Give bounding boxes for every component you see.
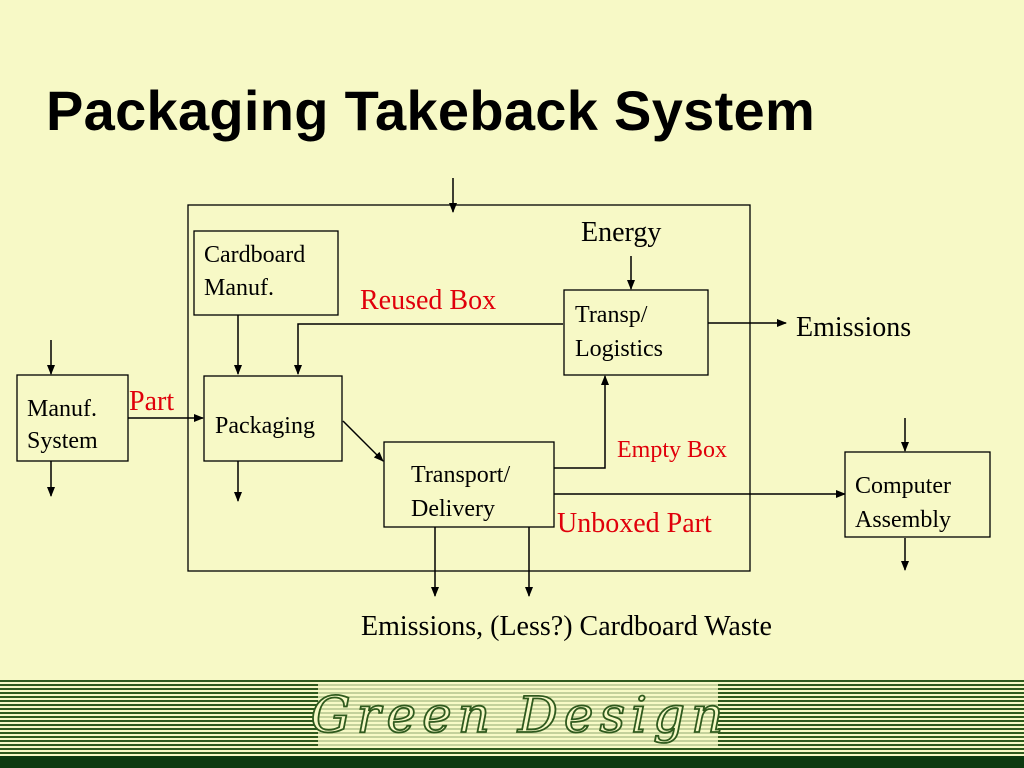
- bottom-outputs-label: Emissions, (Less?) Cardboard Waste: [361, 611, 772, 642]
- emissions-label: Emissions: [796, 312, 911, 343]
- transport-delivery-label-line2: Delivery: [411, 496, 495, 522]
- packaging-label: Packaging: [215, 413, 315, 439]
- connectors: [47, 178, 909, 597]
- computer-assembly-label-line2: Assembly: [855, 507, 951, 533]
- transp-logistics-label-line1: Transp/: [575, 302, 648, 328]
- transp-logistics-label-line2: Logistics: [575, 336, 663, 362]
- transp-logistics-node: Transp/ Logistics: [563, 289, 709, 376]
- transport-delivery-label-line1: Transport/: [411, 462, 510, 488]
- computer-assembly-node: Computer Assembly: [844, 451, 991, 538]
- manuf-system-node: Manuf. System: [16, 374, 129, 462]
- packaging-to-transport-arrow: [342, 420, 384, 462]
- cardboard-manuf-label-line1: Cardboard: [204, 242, 305, 268]
- transport-delivery-node: Transport/ Delivery: [383, 441, 555, 528]
- manuf-system-label-line2: System: [27, 428, 98, 454]
- takeback-diagram: Manuf. System Cardboard Manuf. Packaging…: [16, 178, 991, 642]
- computer-assembly-label-line1: Computer: [855, 473, 951, 499]
- green-design-logo: Green Design: [311, 686, 730, 744]
- cardboard-manuf-label-line2: Manuf.: [204, 275, 274, 301]
- footer-dark-band: [0, 756, 1024, 768]
- manuf-system-label-line1: Manuf.: [27, 396, 97, 422]
- cardboard-manuf-node: Cardboard Manuf.: [193, 230, 339, 316]
- reused-box-arrow: [294, 323, 563, 375]
- energy-label: Energy: [581, 217, 661, 248]
- reused-box-flow-label: Reused Box: [360, 285, 496, 316]
- empty-box-arrow: [554, 375, 609, 469]
- unboxed-part-flow-label: Unboxed Part: [557, 508, 712, 539]
- footer-band: Green Design: [0, 678, 1024, 768]
- system-boundary: [187, 204, 751, 572]
- packaging-node: Packaging: [203, 375, 343, 462]
- empty-box-flow-label: Empty Box: [617, 437, 727, 463]
- part-flow-label: Part: [129, 386, 174, 417]
- logo-backdrop: [318, 684, 718, 748]
- slide-title: Packaging Takeback System: [46, 79, 816, 142]
